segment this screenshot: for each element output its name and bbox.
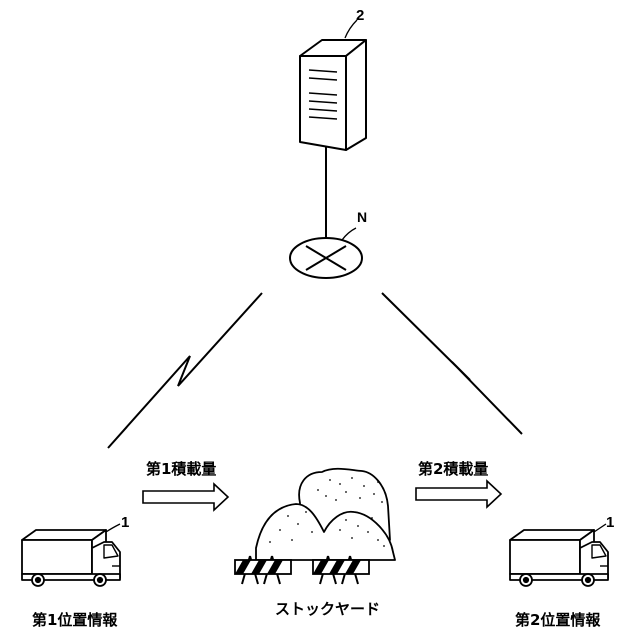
arrow-right-label: 第2積載量: [418, 460, 488, 478]
server-icon: [300, 40, 366, 150]
truck-left-ref-number: 1: [121, 514, 129, 531]
stockyard-label: ストックヤード: [275, 600, 380, 618]
truck-right-icon: [510, 530, 608, 586]
network-node-icon: [290, 238, 362, 278]
truck-left-ref-leader: [106, 524, 120, 532]
arrow-left-label: 第1積載量: [146, 460, 216, 478]
network-ref-label: N: [357, 209, 367, 225]
truck-left-caption: 第1位置情報: [32, 611, 118, 629]
truck-left-icon: [22, 530, 120, 586]
arrow-left-icon: [143, 484, 228, 510]
truck-right-ref-number: 1: [606, 514, 614, 531]
barrier-right-icon: [313, 556, 369, 584]
truck-right-caption: 第2位置情報: [515, 611, 601, 629]
wireless-link-left: [108, 293, 262, 448]
arrow-right-icon: [416, 481, 501, 507]
truck-right-ref-leader: [594, 524, 606, 532]
server-ref-number: 2: [356, 7, 364, 24]
stockyard-pile-icon: [256, 469, 395, 560]
wireless-link-right: [382, 293, 522, 434]
network-ref-leader: [342, 228, 356, 240]
barrier-left-icon: [235, 556, 291, 584]
